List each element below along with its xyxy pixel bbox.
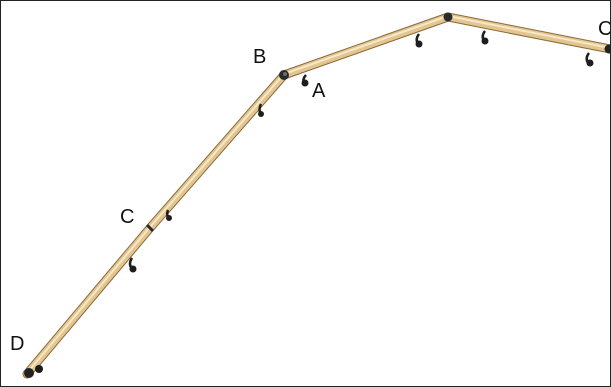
rail-joint-icon (443, 12, 453, 22)
rail-joint-icon (145, 223, 155, 233)
label-c-top: C (598, 19, 610, 39)
wall-bracket-icon (165, 209, 172, 221)
wall-bracket-icon (128, 257, 137, 273)
rail-shadow (22, 12, 610, 379)
rail (22, 12, 610, 379)
wall-bracket-icon (415, 33, 423, 48)
end-cap-icon (24, 365, 43, 378)
wall-bracket-icon (258, 103, 264, 117)
label-b: B (253, 46, 267, 68)
end-cap-icon (604, 44, 610, 54)
label-a: A (312, 80, 326, 102)
wall-bracket-icon (481, 30, 489, 45)
wall-bracket-icon (585, 52, 594, 67)
label-c-left: C (120, 206, 135, 228)
wall-bracket-icon (301, 74, 309, 87)
label-d: D (10, 333, 25, 355)
rail-joint-icon (279, 70, 289, 80)
rail-highlight (26, 15, 610, 374)
rail-wood (23, 13, 610, 378)
